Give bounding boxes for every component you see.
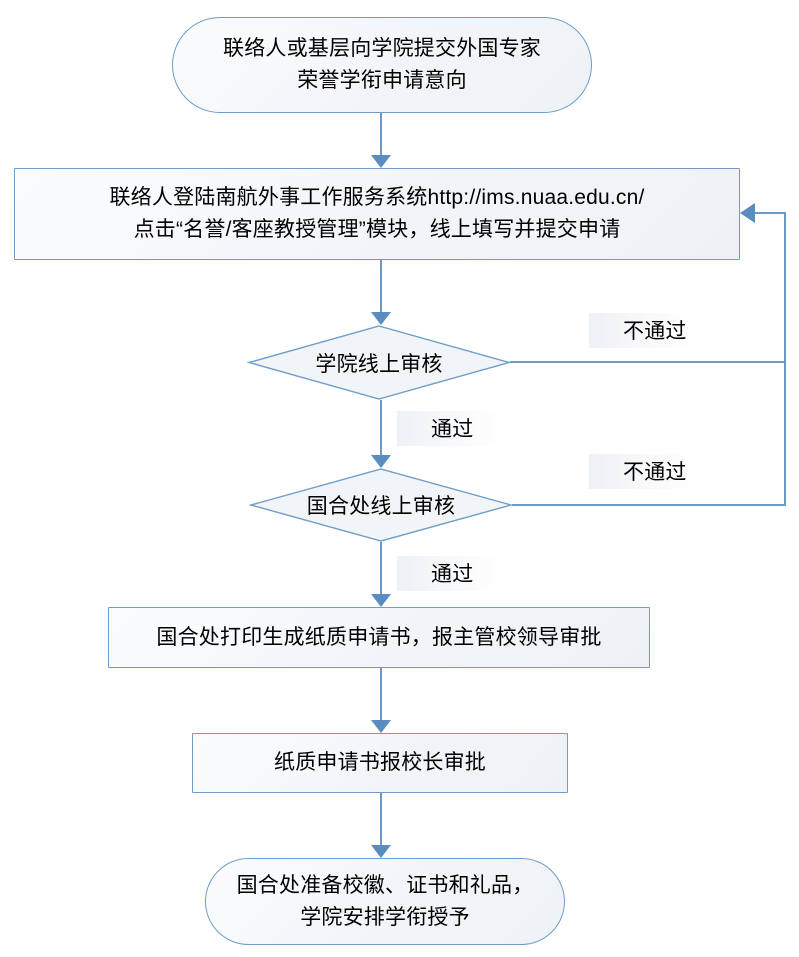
office-review-diamond-shape xyxy=(248,468,514,542)
edge-label-college-pass: 通过 xyxy=(397,411,508,446)
college-review-diamond-shape xyxy=(246,325,512,400)
node-award-ceremony[interactable]: 国合处准备校徽、证书和礼品， 学院安排学衔授予 xyxy=(205,858,565,945)
node-president-approval-label: 纸质申请书报校长审批 xyxy=(274,751,486,775)
node-president-approval[interactable]: 纸质申请书报校长审批 xyxy=(192,733,568,793)
node-office-review-label: 国合处线上审核 xyxy=(306,495,456,518)
node-print-paper-approval-label: 国合处打印生成纸质申请书，报主管校领导审批 xyxy=(156,625,602,649)
edge-label-office-pass: 通过 xyxy=(397,556,508,591)
edge-start-to-submit xyxy=(371,113,391,168)
edge-office-pass xyxy=(371,542,391,607)
node-start-label: 联络人或基层向学院提交外国专家 荣誉学衔申请意向 xyxy=(223,37,541,92)
node-office-review[interactable]: 国合处线上审核 xyxy=(248,468,514,542)
node-college-review-label: 学院线上审核 xyxy=(315,352,443,376)
node-start[interactable]: 联络人或基层向学院提交外国专家 荣誉学衔申请意向 xyxy=(172,17,592,113)
node-submit-application-label: 联络人登陆南航外事工作服务系统http://ims.nuaa.edu.cn/ 点… xyxy=(109,186,645,241)
edge-print-to-president xyxy=(371,668,391,733)
edge-submit-to-college-review xyxy=(371,260,391,325)
edge-college-pass xyxy=(371,400,391,468)
edge-label-college-reject: 不通过 xyxy=(589,313,699,348)
edge-label-office-reject: 不通过 xyxy=(589,454,699,489)
node-college-review[interactable]: 学院线上审核 xyxy=(246,325,512,400)
node-award-ceremony-label: 国合处准备校徽、证书和礼品， 学院安排学衔授予 xyxy=(236,873,534,929)
edge-president-to-award xyxy=(371,793,391,858)
node-submit-application[interactable]: 联络人登陆南航外事工作服务系统http://ims.nuaa.edu.cn/ 点… xyxy=(14,168,740,260)
node-print-paper-approval[interactable]: 国合处打印生成纸质申请书，报主管校领导审批 xyxy=(108,607,650,668)
